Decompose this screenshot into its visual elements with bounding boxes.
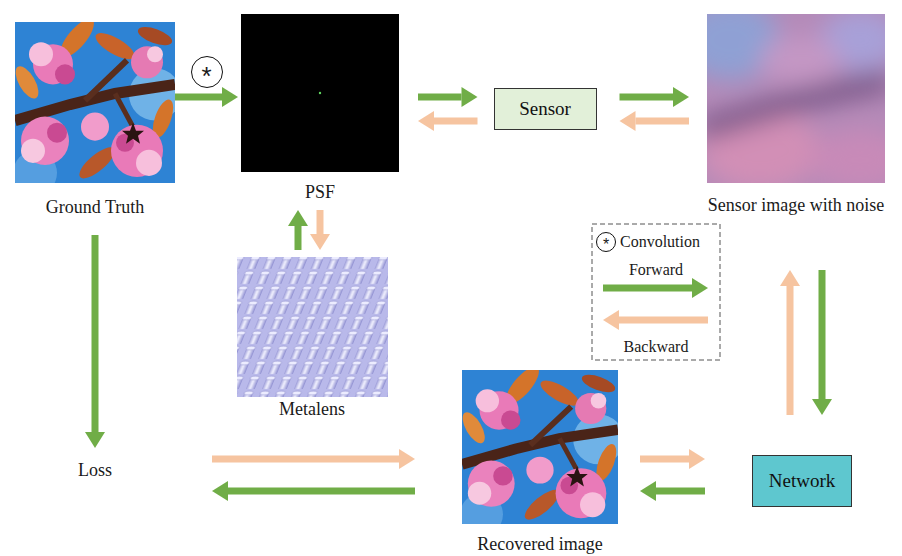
image-area — [462, 370, 618, 524]
metalens-image — [237, 257, 388, 397]
flow-arrow — [620, 111, 690, 131]
node-label: Loss — [78, 460, 112, 480]
flow-arrow — [640, 481, 705, 501]
flow-arrow — [640, 449, 705, 469]
box-label: Network — [769, 470, 835, 492]
flow-arrow — [212, 449, 415, 469]
caption: PSF — [305, 182, 335, 202]
caption: Ground Truth — [46, 197, 145, 217]
legend-text: Forward — [629, 261, 683, 279]
image-node: PSF — [241, 14, 399, 202]
sensor-image — [707, 14, 885, 183]
image-area — [15, 22, 175, 183]
caption: Metalens — [279, 399, 345, 419]
flow-arrow — [85, 235, 105, 448]
flow-arrow — [780, 270, 800, 415]
image-area — [707, 14, 885, 183]
convolution-symbol: * — [191, 56, 223, 88]
image-area — [241, 14, 399, 172]
image-node: Ground Truth — [15, 22, 175, 217]
process-box: Network — [752, 455, 852, 507]
flow-arrow — [418, 87, 478, 107]
ground-truth-image — [11, 14, 181, 195]
caption: Recovered image — [477, 534, 602, 554]
image-node: Metalens — [237, 257, 388, 419]
psf-image — [241, 14, 399, 172]
convolution-symbol: * — [596, 232, 616, 252]
flow-arrow — [418, 111, 478, 131]
image-node: Recovered image — [462, 370, 618, 554]
process-box: Sensor — [494, 88, 597, 130]
legend-box — [592, 224, 720, 360]
flow-arrow — [175, 87, 238, 107]
legend-text: Backward — [624, 338, 689, 356]
image-node: Sensor image with noise — [707, 14, 885, 215]
flow-arrow — [288, 210, 308, 250]
box-label: Sensor — [519, 98, 571, 120]
caption: Sensor image with noise — [708, 195, 884, 215]
flow-arrow — [212, 481, 415, 501]
flow-arrow — [812, 270, 832, 415]
image-area — [237, 257, 388, 397]
recovered-image — [458, 362, 624, 535]
loss-node: Loss — [78, 460, 112, 480]
legend-text: Convolution — [620, 233, 700, 251]
flow-arrow — [310, 210, 330, 250]
flow-arrow — [620, 87, 690, 107]
